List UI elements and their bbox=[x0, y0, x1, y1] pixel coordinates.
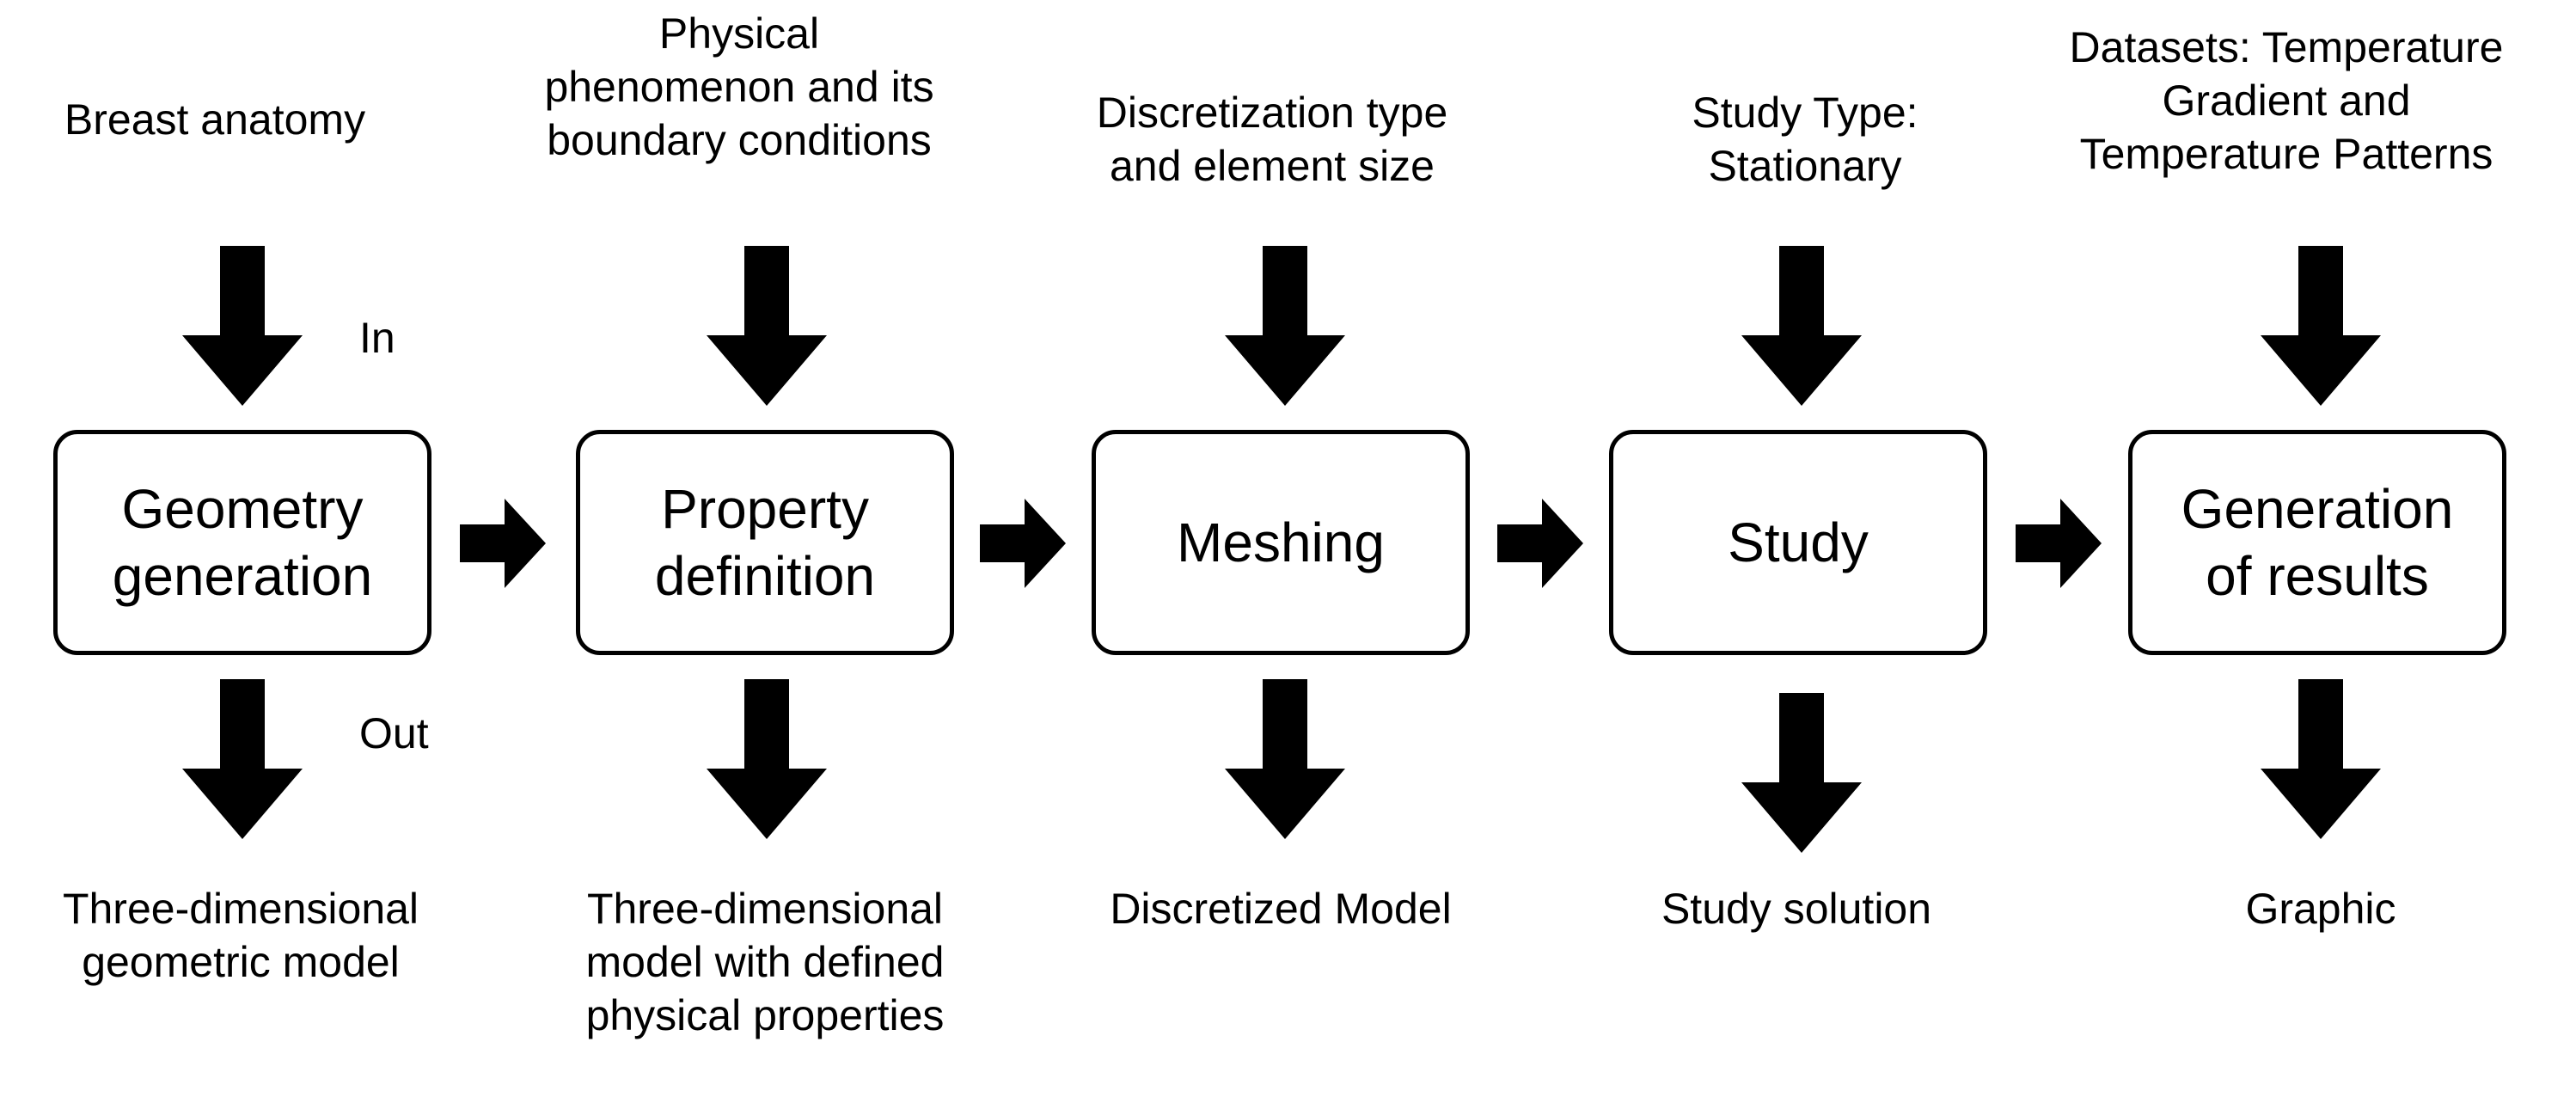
stage-3-input-label: Discretization type and element size bbox=[1096, 89, 1448, 190]
stage-4-title: Study bbox=[1728, 512, 1869, 573]
stage-5-output-label: Graphic bbox=[2245, 885, 2396, 933]
stage-1-box: Geometry generation bbox=[53, 430, 431, 655]
stage-1-input-label: Breast anatomy bbox=[64, 95, 366, 144]
stage-3-box: Meshing bbox=[1092, 430, 1470, 655]
connector-arrow-2-3-icon bbox=[980, 499, 1066, 588]
stage-4-output-arrow-icon bbox=[1741, 693, 1862, 853]
out-label: Out bbox=[359, 709, 429, 757]
stage-2-input-arrow-icon bbox=[707, 246, 827, 406]
stage-3-title: Meshing bbox=[1177, 512, 1385, 573]
stage-3-input-arrow-icon bbox=[1225, 246, 1345, 406]
stage-1-output-arrow-icon bbox=[182, 679, 303, 839]
stage-5-box: Generation of results bbox=[2128, 430, 2506, 655]
stage-2-output-arrow-icon bbox=[707, 679, 827, 839]
stage-5-output-arrow-icon bbox=[2261, 679, 2381, 839]
stage-3-output-arrow-icon bbox=[1225, 679, 1345, 839]
stage-2-output-label: Three-dimensional model with defined phy… bbox=[585, 885, 945, 1039]
stage-4-input-arrow-icon bbox=[1741, 246, 1862, 406]
stage-4-box: Study bbox=[1609, 430, 1987, 655]
stage-3-output-label: Discretized Model bbox=[1110, 885, 1452, 933]
stage-4-output-label: Study solution bbox=[1661, 885, 1932, 933]
stage-2-box: Property definition bbox=[576, 430, 954, 655]
stage-4-input-label: Study Type: Stationary bbox=[1692, 89, 1918, 190]
stage-1-output-label: Three-dimensional geometric model bbox=[62, 885, 419, 986]
in-label: In bbox=[359, 314, 395, 362]
stage-5-input-label: Datasets: Temperature Gradient and Tempe… bbox=[2069, 23, 2504, 178]
stage-2-input-label: Physical phenomenon and its boundary con… bbox=[544, 9, 934, 164]
connector-arrow-1-2-icon bbox=[460, 499, 546, 588]
stage-2-title: Property definition bbox=[654, 478, 876, 607]
stage-5-title: Generation of results bbox=[2181, 478, 2454, 607]
stage-1-input-arrow-icon bbox=[182, 246, 303, 406]
connector-arrow-3-4-icon bbox=[1497, 499, 1583, 588]
connector-arrow-4-5-icon bbox=[2016, 499, 2102, 588]
stage-5-input-arrow-icon bbox=[2261, 246, 2381, 406]
stage-1-title: Geometry generation bbox=[112, 478, 373, 607]
